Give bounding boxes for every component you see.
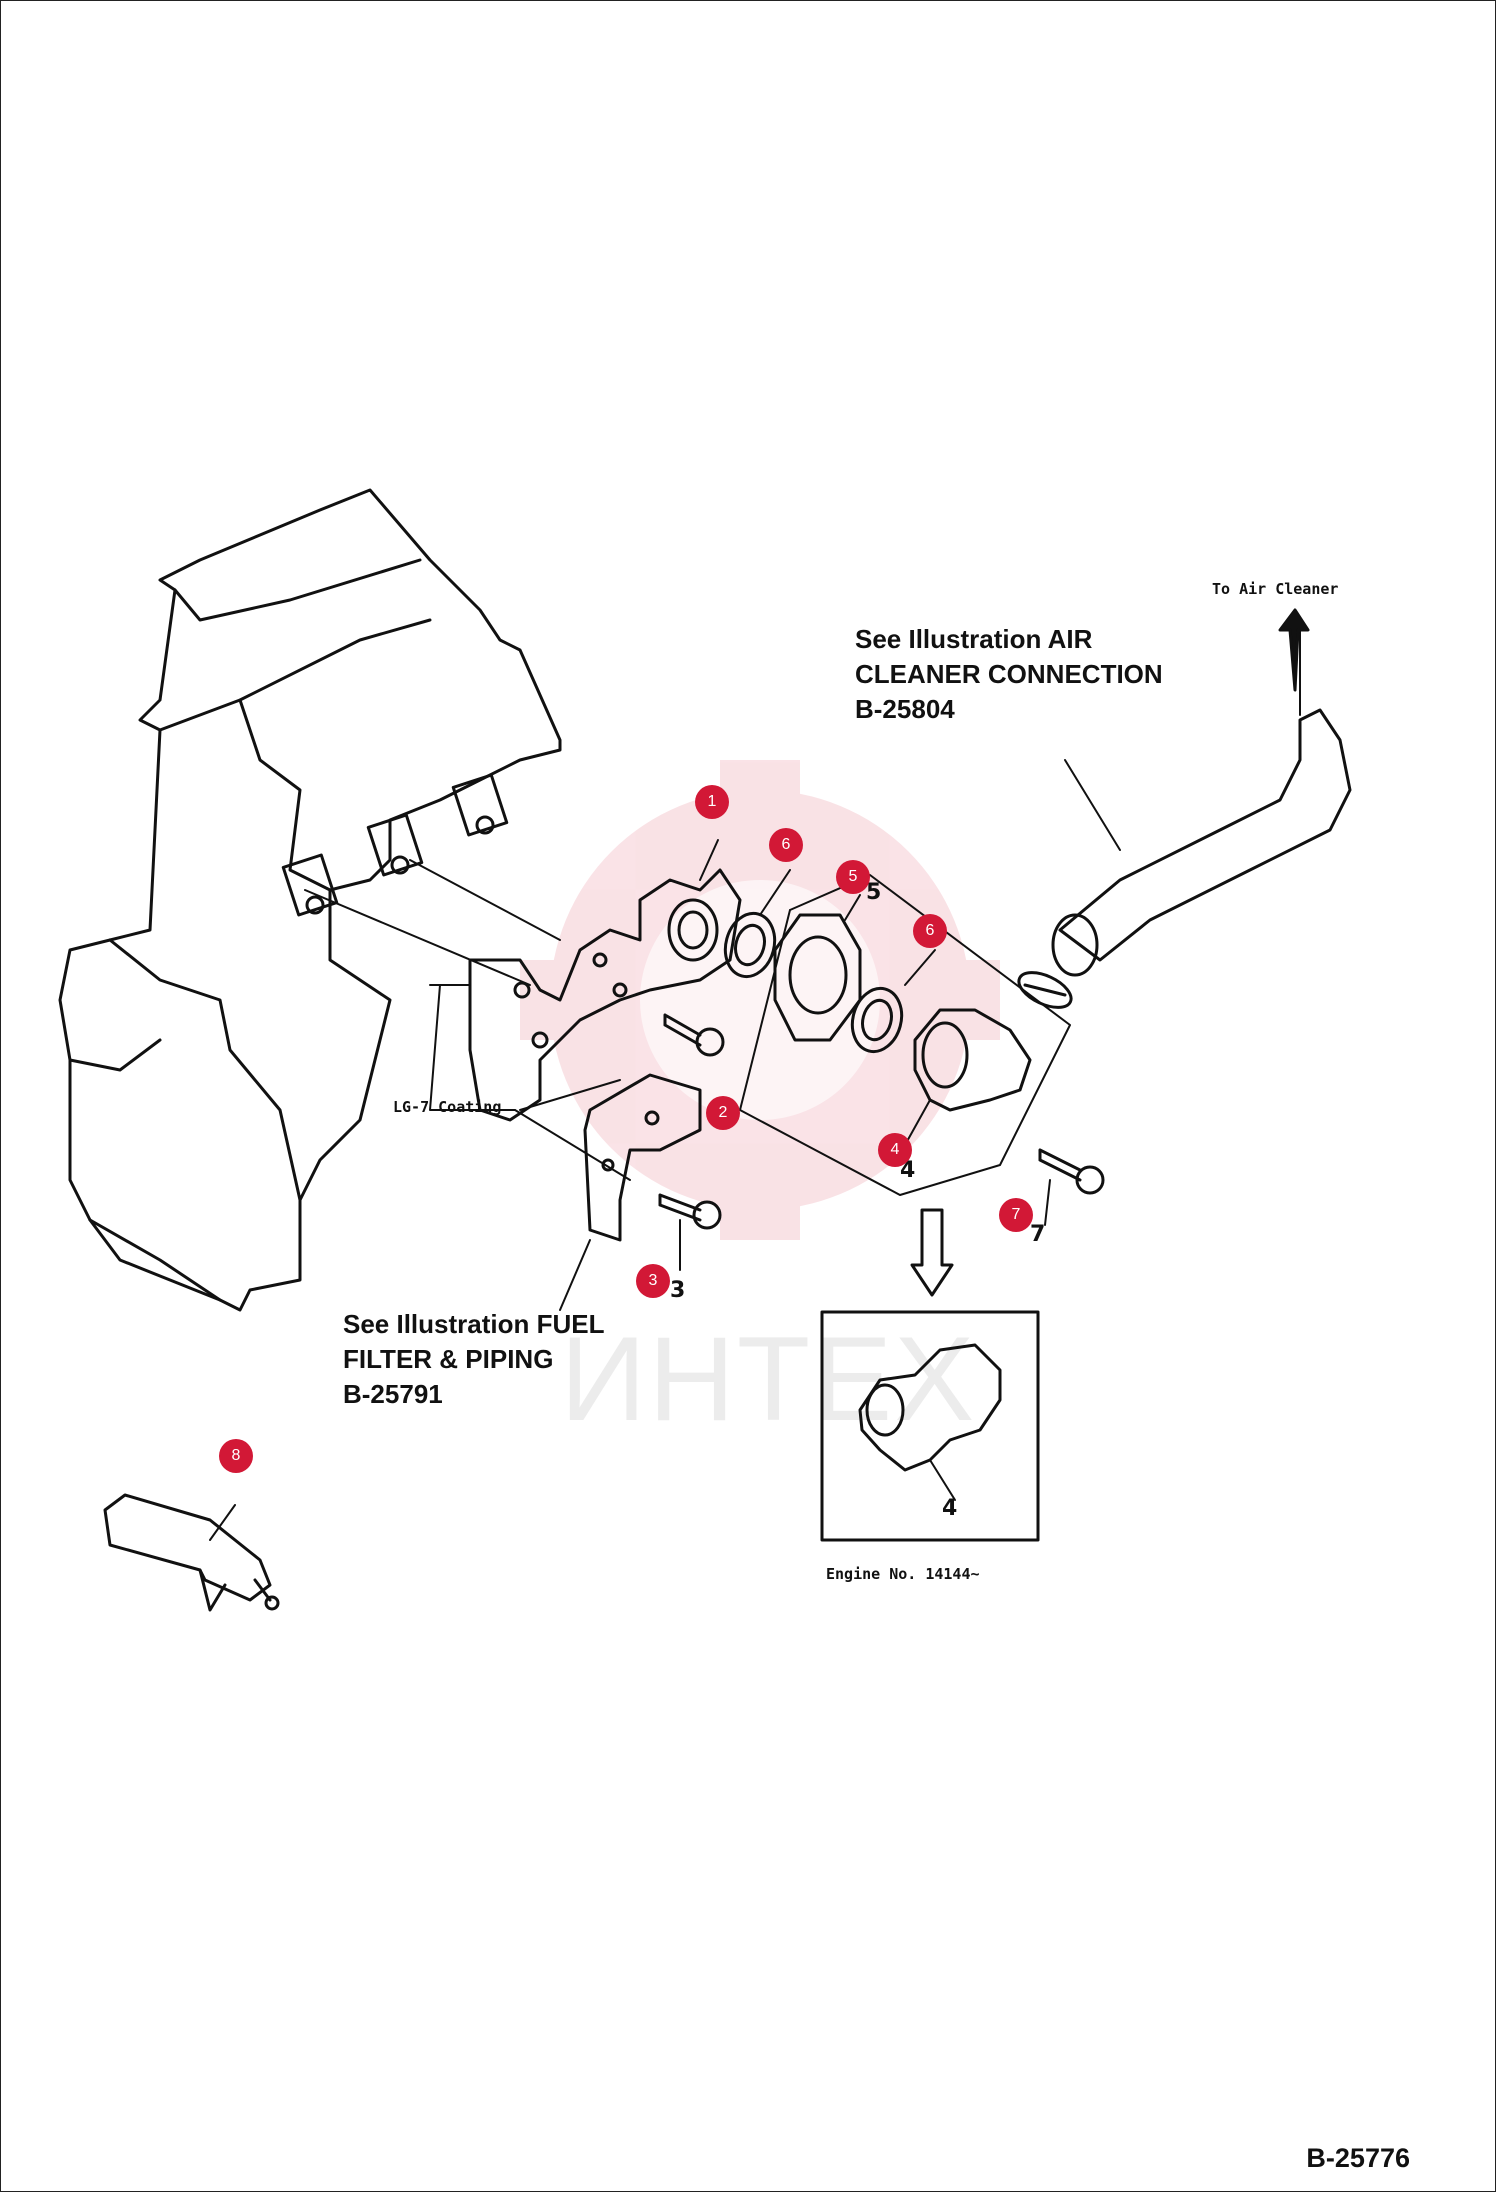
inset-box [820, 1310, 1040, 1542]
engine-number-label: Engine No. 14144~ [826, 1565, 980, 1583]
callout-3[interactable]: 3 [636, 1264, 670, 1298]
fuel-filter-reference[interactable]: See Illustration FUEL FILTER & PIPING B-… [343, 1307, 605, 1412]
arrow-down [910, 1208, 954, 1297]
part-number-3: 3 [670, 1278, 686, 1303]
air-cleaner-ref-line-1: See Illustration AIR [855, 624, 1093, 654]
callout-4[interactable]: 4 [878, 1133, 912, 1167]
clamp [1017, 971, 1073, 1009]
air-cleaner-reference[interactable]: See Illustration AIR CLEANER CONNECTION … [855, 622, 1163, 727]
callout-2[interactable]: 2 [706, 1096, 740, 1130]
callout-6a[interactable]: 6 [769, 828, 803, 862]
bracket [583, 1073, 702, 1242]
elbow-4 [913, 1008, 1032, 1112]
air-cleaner-arrow [1278, 608, 1310, 692]
air-cleaner-ref-line-3: B-25804 [855, 694, 955, 724]
callout-5[interactable]: 5 [836, 860, 870, 894]
drawing-code: B-25776 [1306, 2143, 1410, 2173]
watermark-text: ИНТЕХ [560, 1312, 977, 1446]
callout-1[interactable]: 1 [695, 785, 729, 819]
coating-label: LG-7 Coating [393, 1098, 502, 1116]
callout-8[interactable]: 8 [219, 1439, 253, 1473]
to-air-cleaner-label: To Air Cleaner [1212, 580, 1339, 598]
bolt-7 [1038, 1148, 1082, 1182]
fuel-filter-ref-line-3: B-25791 [343, 1379, 443, 1409]
callout-6b[interactable]: 6 [913, 914, 947, 948]
fuel-filter-ref-line-1: See Illustration FUEL [343, 1309, 605, 1339]
intake-manifold [468, 868, 742, 1122]
engine-block [58, 488, 562, 1312]
gasket-6b [850, 986, 904, 1054]
gasket-6a [723, 911, 777, 979]
callout-7[interactable]: 7 [999, 1198, 1033, 1232]
fuel-filter-ref-line-2: FILTER & PIPING [343, 1344, 554, 1374]
sensor-8 [103, 1493, 272, 1602]
part-number-7: 7 [1030, 1222, 1046, 1247]
bolt-2 [663, 1013, 702, 1047]
part-number-5: 5 [866, 880, 882, 905]
hose [1058, 708, 1352, 962]
part-number-4-inset: 4 [942, 1496, 958, 1521]
air-cleaner-ref-line-2: CLEANER CONNECTION [855, 659, 1163, 689]
